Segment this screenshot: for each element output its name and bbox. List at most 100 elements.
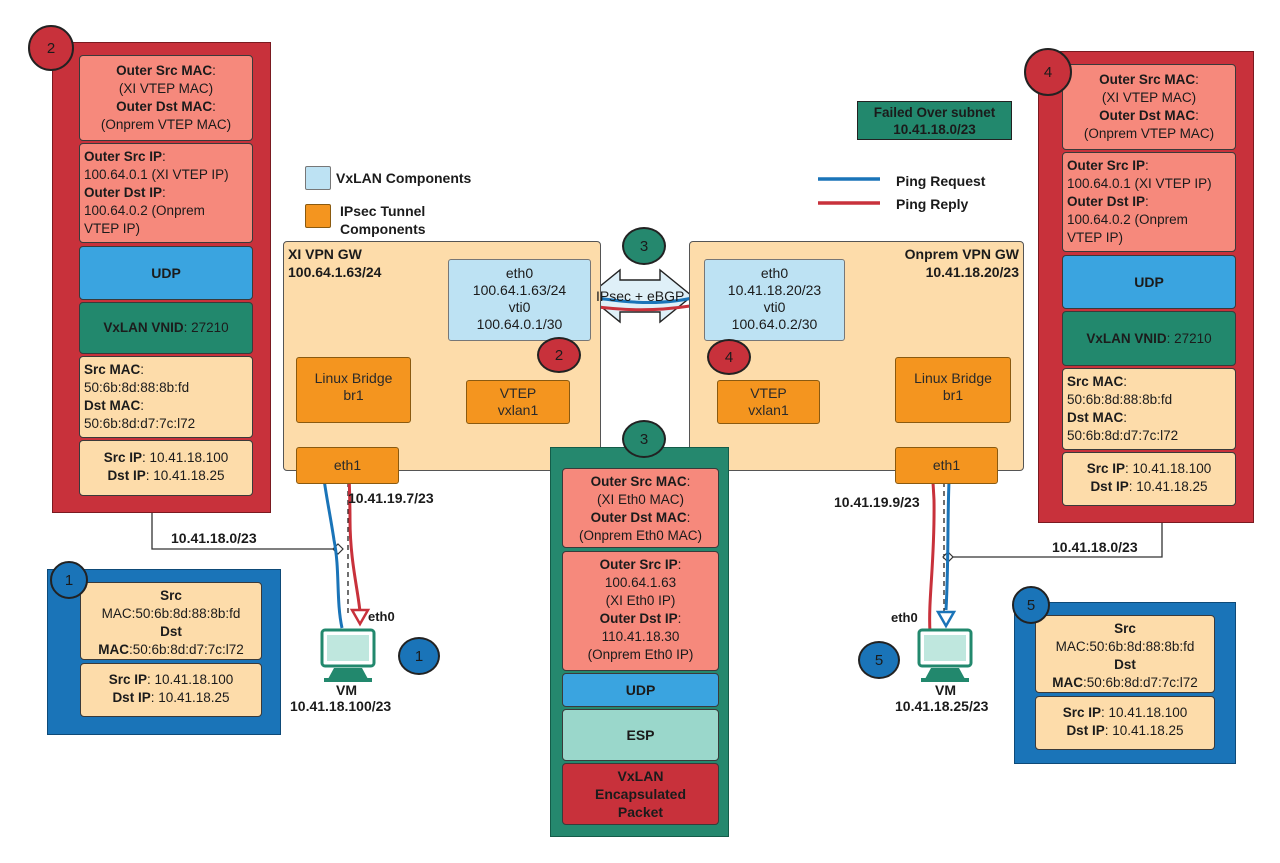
onprem-vtep-name: vxlan1 — [748, 402, 789, 418]
r5-dst-mac-key: MAC — [1052, 675, 1083, 690]
step-badge-5-panel: 5 — [1012, 586, 1050, 624]
vm-right-name: VM — [935, 682, 956, 698]
right-subnet-connector — [948, 513, 1163, 558]
onprem-bridge-label: Linux Bridge — [914, 370, 992, 386]
r-inner-ip-cell: Src IP: 10.41.18.100 Dst IP: 10.41.18.25 — [1062, 452, 1236, 506]
xi-eth0-ip: 100.64.1.63/24 — [472, 282, 567, 298]
encap-line-2: Encapsulated — [594, 786, 687, 802]
onprem-eth0-box: eth0 10.41.18.20/23 vti0 100.64.0.2/30 — [704, 259, 845, 341]
r-vnid-value: 27210 — [1174, 330, 1212, 346]
legend-ipsec-label-2: Components — [340, 221, 426, 237]
esp-outer-src-ip-value-1: 100.64.1.63 — [604, 575, 677, 590]
r-outer-src-mac-value: (XI VTEP MAC) — [1101, 90, 1197, 105]
esp-outer-dst-mac-value: (Onprem Eth0 MAC) — [578, 528, 703, 543]
onprem-vtep-label: VTEP — [750, 385, 787, 401]
r-inner-mac-cell: Src MAC: 50:6b:8d:88:8b:fd Dst MAC: 50:6… — [1062, 368, 1236, 450]
xi-bridge-name: br1 — [343, 387, 364, 403]
vm-left-name: VM — [336, 682, 357, 698]
src-mac-key: Src MAC — [84, 362, 141, 377]
step-badge-1-panel: 1 — [50, 561, 88, 599]
vm-left — [316, 627, 382, 683]
failed-over-subnet-value: 10.41.18.0/23 — [893, 122, 976, 137]
r5-dst-ip-key: Dst IP — [1066, 723, 1105, 738]
encap-line-3: Packet — [617, 804, 664, 820]
r-outer-src-ip-value: 100.64.0.1 (XI VTEP IP) — [1067, 176, 1212, 191]
xi-eth1: eth1 — [296, 447, 399, 484]
src-ip-key: Src IP — [103, 450, 142, 465]
esp-outer-src-mac-value: (XI Eth0 MAC) — [596, 492, 685, 507]
outer-dst-ip-key: Outer Dst IP — [84, 185, 163, 200]
legend-request-label: Ping Request — [896, 173, 986, 189]
vm-right-ip: 10.41.18.25/23 — [895, 698, 989, 714]
r5-dst-ip-value: 10.41.18.25 — [1112, 723, 1184, 738]
r-vnid-key: VxLAN VNID — [1086, 330, 1167, 346]
onprem-linux-bridge: Linux Bridge br1 — [895, 357, 1011, 423]
r5-mac-cell: Src MAC:50:6b:8d:88:8b:fd Dst MAC:50:6b:… — [1035, 615, 1215, 693]
xi-bridge-label: Linux Bridge — [314, 370, 393, 386]
r-outer-ip-cell: Outer Src IP: 100.64.0.1 (XI VTEP IP) Ou… — [1062, 152, 1236, 252]
esp-outer-dst-ip-key: Outer Dst IP — [599, 611, 678, 626]
step-badge-4-vtep: 4 — [707, 339, 751, 375]
r-outer-mac-cell: Outer Src MAC: (XI VTEP MAC) Outer Dst M… — [1062, 64, 1236, 150]
step-badge-3-tunnel: 3 — [622, 227, 666, 265]
onprem-gw-ip: 10.41.18.20/23 — [925, 264, 1019, 280]
r5-src-ip-key: Src IP — [1062, 705, 1101, 720]
dst-ip-value: 10.41.18.25 — [153, 468, 225, 483]
legend-vxlan-label: VxLAN Components — [336, 170, 472, 186]
xi-linux-bridge: Linux Bridge br1 — [296, 357, 411, 423]
r5-src-ip-value: 10.41.18.100 — [1108, 705, 1188, 720]
r-src-ip-key: Src IP — [1086, 461, 1125, 476]
onprem-eth1-ip: 10.41.19.9/23 — [834, 494, 920, 510]
onprem-eth0-ip: 10.41.18.20/23 — [727, 282, 822, 298]
outer-dst-ip-value-1: 100.64.0.2 (Onprem — [84, 203, 205, 218]
step-badge-2-left: 2 — [28, 25, 74, 71]
vnid-cell: VxLAN VNID: 27210 — [79, 302, 253, 354]
packet-panel-left-vxlan: Outer Src MAC: (XI VTEP MAC) Outer Dst M… — [52, 42, 271, 513]
legend-ipsec-label-1: IPsec Tunnel — [340, 203, 426, 219]
xi-subnet-label: 10.41.18.0/23 — [171, 530, 257, 546]
l-dst-mac-value: :50:6b:8d:d7:7c:l72 — [128, 642, 244, 657]
esp-outer-dst-ip-value-1: 110.41.18.30 — [601, 629, 680, 644]
dst-mac-value: 50:6b:8d:d7:7c:l72 — [84, 416, 196, 431]
computer-icon — [917, 628, 973, 682]
r5-dst-key: Dst — [1114, 657, 1136, 672]
r-src-mac-value: 50:6b:8d:88:8b:fd — [1067, 392, 1173, 407]
outer-src-mac-key: Outer Src MAC — [116, 63, 213, 78]
packet-panel-right-plain: Src MAC:50:6b:8d:88:8b:fd Dst MAC:50:6b:… — [1014, 602, 1236, 764]
outer-dst-ip-value-2: VTEP IP) — [84, 221, 141, 236]
vnid-value: 27210 — [191, 320, 229, 335]
xi-gw-ip: 100.64.1.63/24 — [288, 264, 382, 280]
esp-outer-src-mac-key: Outer Src MAC — [590, 474, 687, 489]
l-mac-cell: Src MAC:50:6b:8d:88:8b:fd Dst MAC:50:6b:… — [80, 582, 262, 660]
onprem-gw-title: Onprem VPN GW — [904, 246, 1019, 262]
dst-mac-key: Dst MAC — [84, 398, 141, 413]
xi-vti0-label: vti0 — [508, 299, 531, 315]
dst-ip-key: Dst IP — [107, 468, 146, 483]
step-badge-4-right: 4 — [1024, 48, 1072, 96]
l-src-ip-value: 10.41.18.100 — [154, 672, 234, 687]
l-src-ip-key: Src IP — [108, 672, 147, 687]
esp-outer-mac-cell: Outer Src MAC: (XI Eth0 MAC) Outer Dst M… — [562, 468, 719, 548]
xi-vtep: VTEP vxlan1 — [466, 380, 570, 424]
r-src-ip-value: 10.41.18.100 — [1132, 461, 1212, 476]
outer-src-mac-value: (XI VTEP MAC) — [118, 81, 214, 96]
r-dst-mac-value: 50:6b:8d:d7:7c:l72 — [1067, 428, 1179, 443]
r5-src-key: Src — [1114, 621, 1136, 636]
failed-over-title: Failed Over subnet — [873, 105, 996, 120]
packet-panel-right-vxlan: Outer Src MAC: (XI VTEP MAC) Outer Dst M… — [1038, 51, 1254, 523]
r-outer-src-mac-key: Outer Src MAC — [1099, 72, 1196, 87]
onprem-eth0-label: eth0 — [760, 265, 789, 281]
r5-dst-mac-value: :50:6b:8d:d7:7c:l72 — [1082, 675, 1198, 690]
l-src-value: MAC:50:6b:8d:88:8b:fd — [101, 606, 241, 621]
packet-panel-left-plain: Src MAC:50:6b:8d:88:8b:fd Dst MAC:50:6b:… — [47, 569, 281, 735]
l-dst-ip-value: 10.41.18.25 — [158, 690, 230, 705]
step-badge-1-vm: 1 — [398, 637, 440, 675]
outer-src-ip-key: Outer Src IP — [84, 149, 163, 164]
r-outer-dst-ip-value-2: VTEP IP) — [1067, 230, 1124, 245]
xi-eth0-label: eth0 — [505, 265, 534, 281]
vm-right-iface: eth0 — [891, 610, 918, 625]
vnid-key: VxLAN VNID — [103, 320, 184, 335]
onprem-eth1: eth1 — [895, 447, 998, 484]
step-badge-5-vm: 5 — [858, 641, 900, 679]
r5-ip-cell: Src IP: 10.41.18.100 Dst IP: 10.41.18.25 — [1035, 696, 1215, 750]
